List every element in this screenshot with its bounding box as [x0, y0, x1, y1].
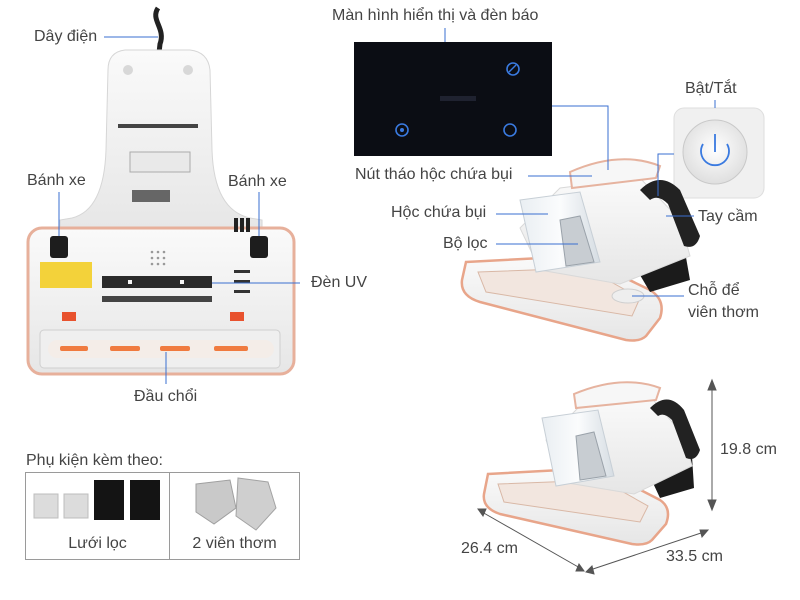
display-panel-illustration: [354, 42, 552, 156]
scent-pack-2: [235, 477, 277, 531]
label-wheel-left: Bánh xe: [27, 172, 86, 189]
screw-hole: [123, 65, 133, 75]
speaker-grille: [150, 250, 166, 266]
accessory-filter-mesh: Lưới lọc: [26, 473, 170, 559]
uv-lamp-marks: [128, 280, 184, 284]
filter-foam-2: [130, 480, 160, 520]
handle-body: [59, 49, 263, 237]
label-uv-light: Đèn UV: [311, 274, 368, 291]
top-cover: [568, 158, 662, 190]
slits-right: [234, 270, 250, 293]
dim-filter: [575, 431, 607, 481]
dim-top: [572, 381, 662, 410]
accessories-title: Phụ kiện kèm theo:: [26, 452, 163, 469]
wifi-icon: [395, 123, 409, 137]
accessory-label: 2 viên thơm: [192, 535, 277, 552]
brush-bristles: [60, 346, 248, 351]
label-display: Màn hình hiển thị và đèn báo: [332, 7, 539, 24]
dimension-view: [477, 378, 717, 575]
dimension-height: 19.8 cm: [720, 441, 777, 458]
latch-right: [230, 312, 244, 321]
accessory-art: [33, 477, 277, 531]
mite-icon: [503, 123, 517, 137]
label-dust-release: Nút tháo hộc chứa bụi: [355, 166, 513, 183]
side-vent: [234, 218, 250, 232]
vent-top: [118, 124, 198, 128]
mode-icon: [506, 62, 520, 76]
barcode: [132, 190, 170, 202]
label-handle: Tay cầm: [698, 208, 758, 225]
bottom-view: [26, 6, 296, 376]
label-brush-head: Đầu chổi: [134, 388, 198, 405]
latch-left: [62, 312, 76, 321]
label-wheel-right: Bánh xe: [228, 173, 287, 190]
label-power-cord: Dây điện: [34, 28, 98, 45]
dimension-width: 33.5 cm: [666, 548, 723, 565]
warning-label: [40, 262, 92, 288]
wheel-right: [250, 236, 268, 258]
dimension-lines: [477, 378, 717, 575]
power-icon: [700, 143, 730, 167]
label-scent-slot-1: Chỗ để: [688, 282, 740, 299]
screw-hole: [183, 65, 193, 75]
filter-cone: [559, 215, 595, 267]
side-view: [460, 158, 700, 342]
filter-foam-1: [94, 480, 124, 520]
label-filter: Bộ lọc: [443, 235, 488, 252]
handle: [640, 180, 700, 247]
label-scent-slot-2: viên thơm: [688, 304, 759, 321]
accessory-label: Lưới lọc: [68, 535, 127, 552]
dim-handle: [650, 399, 700, 459]
scent-pack-1: [195, 479, 237, 525]
uv-lamp-window: [102, 276, 212, 288]
power-button-illustration: [673, 107, 765, 199]
filter-mesh-1: [33, 493, 59, 519]
callout-lines: [58, 28, 716, 384]
accessory-scent-packs: 2 viên thơm: [170, 473, 299, 559]
power-cord: [153, 6, 164, 63]
label-dust-box: Hộc chứa bụi: [391, 204, 487, 221]
vent-bottom: [102, 296, 212, 302]
dimension-depth: 26.4 cm: [461, 540, 518, 557]
spec-sticker: [129, 151, 191, 173]
filter-mesh-2: [63, 493, 89, 519]
wheel-left: [50, 236, 68, 258]
brand-logo: [440, 96, 476, 101]
label-power-button: Bật/Tắt: [685, 80, 737, 97]
accessories-box: Lưới lọc 2 viên thơm: [25, 472, 300, 560]
